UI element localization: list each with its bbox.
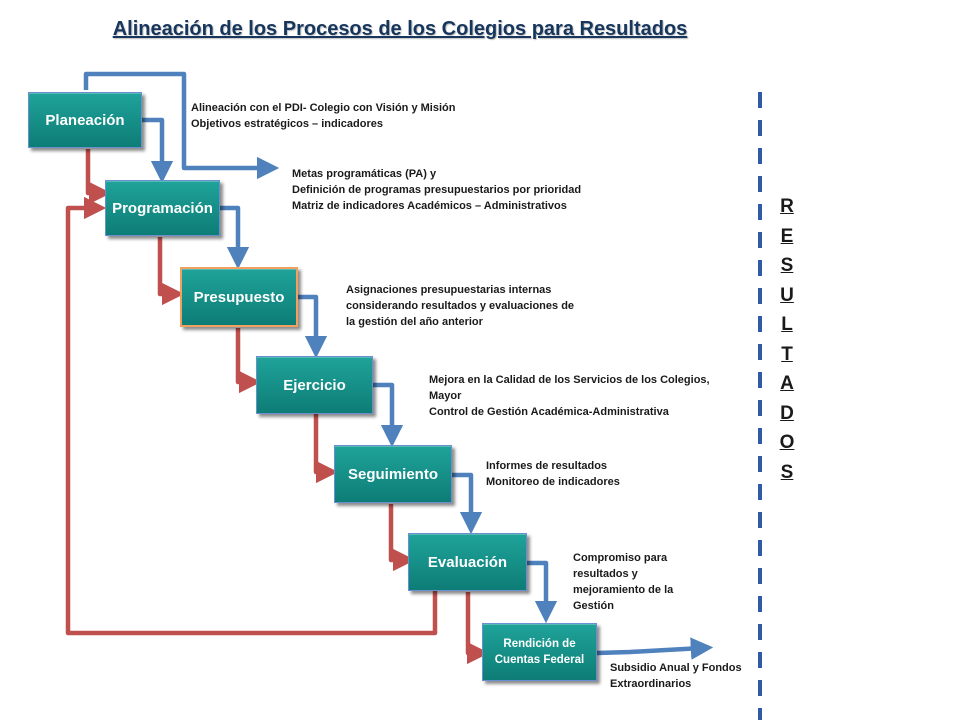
note-line: Alineación con el PDI- Colegio con Visió…	[191, 102, 456, 114]
step-presupuesto: Presupuesto	[180, 267, 298, 327]
note-line: Objetivos estratégicos – indicadores	[191, 118, 383, 130]
note-presupuesto: Asignaciones presupuestarias internas co…	[346, 282, 574, 330]
blue-arrow-1	[142, 117, 174, 184]
blue-arrow-3	[298, 294, 328, 359]
blue-arrow-4	[373, 382, 404, 448]
note-line: mejoramiento de la	[573, 584, 674, 596]
note-line: Control de Gestión Académica-Administrat…	[429, 406, 669, 418]
resultados-letter: O	[779, 432, 795, 453]
blue-arrow-2	[220, 205, 250, 270]
note-line: Mejora en la Calidad de los Servicios de…	[429, 374, 710, 386]
top-blue-arrow	[83, 71, 280, 180]
page-title: Alineación de los Procesos de los Colegi…	[112, 18, 688, 40]
note-rendicion: Subsidio Anual y Fondos Extraordinarios	[610, 660, 742, 692]
step-ejercicio: Ejercicio	[256, 356, 373, 414]
red-arrow-6	[465, 592, 490, 665]
output-blue-arrow	[596, 637, 714, 660]
step-planeacion: Planeación	[28, 92, 142, 148]
resultados-letter: E	[780, 225, 794, 247]
note-line: Subsidio Anual y Fondos	[610, 662, 742, 674]
resultados-letter: R	[780, 196, 794, 217]
note-line: Metas programáticas (PA) y	[292, 168, 437, 180]
note-planeacion: Alineación con el PDI- Colegio con Visió…	[191, 100, 455, 132]
step-rendicion-de-cuentas: Rendición de Cuentas Federal	[482, 623, 597, 681]
note-line: Matriz de indicadores Académicos – Admin…	[292, 200, 567, 212]
note-programacion: Metas programáticas (PA) y Definición de…	[292, 166, 581, 214]
resultados-letter: S	[780, 461, 794, 483]
note-line: Compromiso para	[573, 552, 668, 564]
note-line: la gestión del año anterior	[346, 316, 483, 328]
resultados-letter: S	[780, 255, 794, 276]
note-line: Asignaciones presupuestarias internas	[346, 284, 552, 296]
note-line: considerando resultados y evaluaciones d…	[346, 300, 575, 312]
note-line: Gestión	[573, 600, 614, 612]
red-arrow-2	[157, 237, 185, 306]
red-arrow-4	[313, 414, 339, 484]
note-line: Mayor	[429, 390, 462, 402]
step-seguimiento: Seguimiento	[334, 445, 452, 503]
note-line: Monitoreo de indicadores	[486, 476, 620, 488]
blue-arrow-5	[452, 472, 483, 535]
resultados-letter: T	[781, 343, 793, 365]
note-seguimiento: Informes de resultados Monitoreo de indi…	[486, 458, 620, 490]
red-arrow-5	[388, 504, 416, 572]
note-line: Extraordinarios	[610, 678, 692, 690]
note-ejercicio: Mejora en la Calidad de los Servicios de…	[429, 372, 710, 420]
red-arrow-1	[85, 149, 112, 205]
resultados-letter: A	[780, 373, 794, 394]
step-evaluacion: Evaluación	[408, 533, 527, 591]
step-programacion: Programación	[105, 180, 220, 236]
note-line: resultados y	[573, 568, 638, 580]
note-line: Informes de resultados	[486, 460, 608, 472]
note-line: Definición de programas presupuestarios …	[292, 184, 582, 196]
resultados-letter: D	[780, 402, 794, 424]
note-evaluacion: Compromiso para resultados y mejoramient…	[573, 550, 673, 614]
red-arrow-3	[235, 328, 262, 394]
resultados-letter: U	[780, 284, 794, 306]
blue-arrow-6	[527, 560, 558, 624]
resultados-letter: L	[781, 314, 793, 335]
feedback-loop-arrow	[65, 196, 438, 636]
